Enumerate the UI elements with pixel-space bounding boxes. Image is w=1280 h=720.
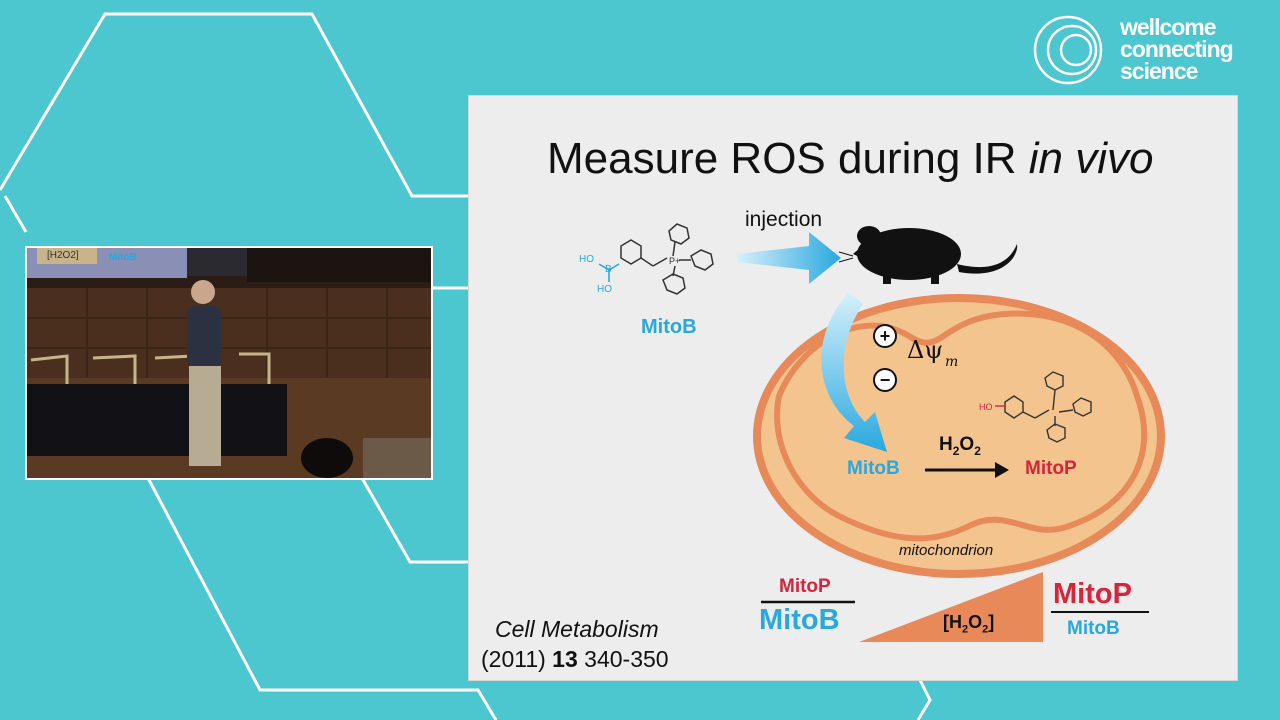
- mitop-oh-label: HO: [979, 402, 993, 412]
- mitob-label-left: MitoB: [641, 316, 697, 338]
- logo-line-1: wellcome: [1120, 14, 1217, 40]
- plus-sign: [873, 324, 897, 348]
- slide-title-italic: in vivo: [1028, 134, 1154, 183]
- h2o2-label: H2O2: [939, 434, 981, 458]
- logo-line-3: science: [1120, 58, 1198, 84]
- logo-line-2: connecting: [1120, 36, 1234, 62]
- injection-arrow: [737, 232, 841, 284]
- reaction-arrow-head: [995, 462, 1009, 478]
- ratio-right-numerator: MitoP: [1053, 578, 1132, 610]
- mouse-icon: [838, 226, 1018, 284]
- membrane-potential-subscript: m: [945, 354, 958, 370]
- mitob-label-inner: MitoB: [847, 458, 900, 479]
- uptake-arrow: [821, 292, 887, 452]
- video-scene: [27, 248, 431, 478]
- video-screen-text-1: [H2O2]: [47, 250, 79, 261]
- ratio-left-numerator: MitoP: [779, 576, 831, 597]
- slide-title: Measure ROS during IR in vivo: [547, 134, 1153, 184]
- wellcome-logo-text: wellcome connecting science: [1120, 14, 1234, 84]
- ratio-left-denominator: MitoB: [759, 604, 840, 636]
- mitob-molecule: [598, 263, 620, 282]
- video-screen-text-2: MitoB: [109, 252, 137, 263]
- wellcome-logo-icon: [1033, 15, 1103, 85]
- minus-symbol: −: [880, 370, 891, 390]
- slide-diagram: HO HO B P+ + −: [579, 223, 1165, 642]
- boron-label: B: [605, 264, 612, 275]
- oh-label-2: HO: [597, 284, 612, 295]
- wellcome-logo: wellcome connecting science: [1032, 14, 1272, 90]
- mitop-ring-system: [995, 371, 1092, 443]
- citation-journal: Cell Metabolism: [495, 616, 659, 642]
- mitochondrion-diagram: [753, 294, 1165, 578]
- h2o2-gradient-wedge: [859, 572, 1043, 642]
- oh-label-1: HO: [579, 254, 594, 265]
- presentation-slide: Measure ROS during IR in vivo: [469, 96, 1237, 680]
- mitochondrion-label: mitochondrion: [899, 542, 994, 559]
- plus-symbol: +: [880, 326, 891, 346]
- injection-label: injection: [745, 208, 823, 231]
- mitob-ring-system: [620, 223, 714, 295]
- ratio-right-denominator: MitoB: [1067, 618, 1120, 639]
- phosphonium-label: P+: [669, 256, 680, 266]
- citation-details: (2011) 13 340-350: [481, 646, 669, 672]
- membrane-potential-label: Δψ: [907, 336, 943, 364]
- speaker-video-feed: [H2O2] MitoB: [25, 246, 433, 480]
- slide-title-main: Measure ROS during IR: [547, 134, 1029, 183]
- h2o2-concentration-label: [H2O2]: [943, 612, 995, 636]
- minus-sign: [873, 368, 897, 392]
- mitop-label-inner: MitoP: [1025, 458, 1077, 479]
